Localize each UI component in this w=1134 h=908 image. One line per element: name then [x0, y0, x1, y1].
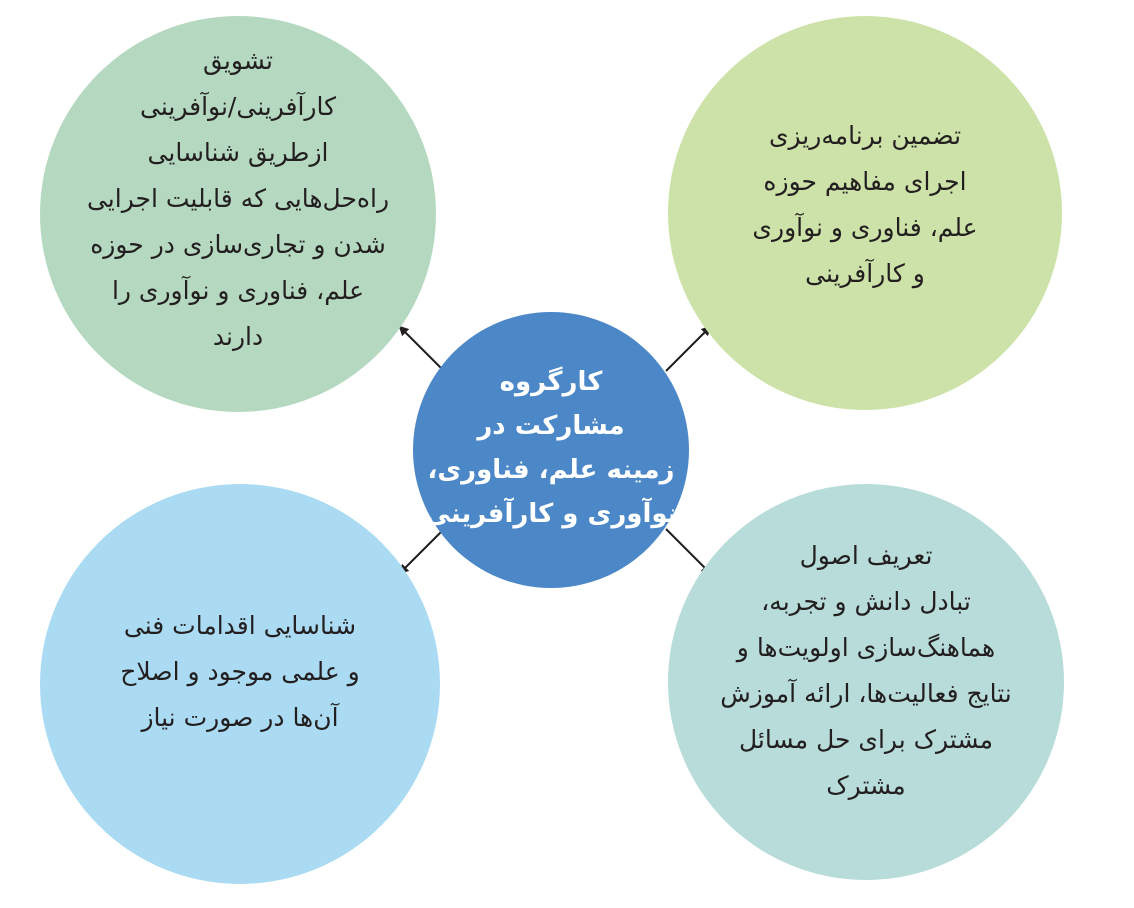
center-title: کارگروه مشارکت در زمینه علم، فناوری، نوآ…	[424, 367, 678, 529]
node-text-top-right: تضمین برنامه‌ریزی اجرای مفاهیم حوزه علم،…	[752, 121, 978, 288]
node-circle-bottom-right: تعریف اصول تبادل دانش و تجربه، هماهنگ‌سا…	[668, 484, 1064, 880]
node-circle-top-left: تشویق کارآفرینی/نوآفرینی ازطریق شناسایی …	[40, 16, 436, 412]
node-circle-bottom-left: شناسایی اقدامات فنی و علمی موجود و اصلاح…	[40, 484, 440, 884]
node-circle-top-right: تضمین برنامه‌ریزی اجرای مفاهیم حوزه علم،…	[668, 16, 1062, 410]
node-text-bottom-left: شناسایی اقدامات فنی و علمی موجود و اصلاح…	[120, 611, 360, 732]
node-text-bottom-right: تعریف اصول تبادل دانش و تجربه، هماهنگ‌سا…	[720, 541, 1012, 800]
center-circle: کارگروه مشارکت در زمینه علم، فناوری، نوآ…	[413, 312, 689, 588]
node-text-top-left: تشویق کارآفرینی/نوآفرینی ازطریق شناسایی …	[86, 46, 390, 351]
